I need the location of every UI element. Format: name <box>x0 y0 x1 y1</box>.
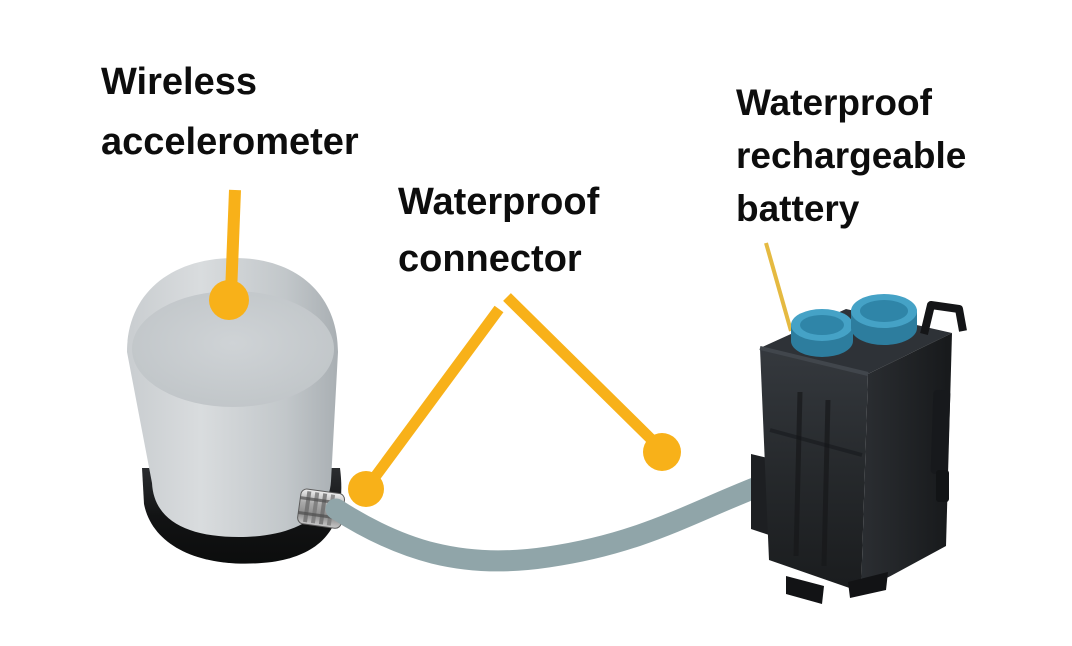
battery-foot <box>786 576 824 604</box>
accelerometer-annotation <box>209 189 249 320</box>
battery-hook <box>920 301 967 335</box>
battery-foot <box>848 572 888 598</box>
label-wireless-accelerometer: Wireless accelerometer <box>101 52 359 172</box>
battery-seam <box>821 399 831 567</box>
connector-pointer-dot-left <box>348 471 384 507</box>
label-line: connector <box>398 238 582 280</box>
label-waterproof-connector: Waterproof connector <box>398 174 599 288</box>
cable <box>325 471 781 572</box>
battery-right-latch <box>930 389 951 475</box>
battery-right-latch-lower <box>936 470 949 502</box>
battery-cap-inner <box>860 300 908 322</box>
label-waterproof-rechargeable-battery: Waterproof rechargeable battery <box>736 76 966 235</box>
battery-seam <box>769 428 863 457</box>
label-line: rechargeable <box>736 135 967 176</box>
battery-cap-left <box>791 309 853 357</box>
connector-pointer-line-right <box>503 293 660 448</box>
accelerometer-illustration <box>127 257 346 564</box>
label-line: Waterproof <box>736 82 932 123</box>
battery-cap-inner <box>800 315 844 335</box>
battery-top-edge <box>759 346 869 376</box>
connector-pointer-line-left <box>367 305 504 485</box>
battery-illustration <box>751 294 967 604</box>
connector-pointer-dot-right <box>643 433 681 471</box>
accelerometer-pointer-line <box>225 189 241 295</box>
battery-pointer-line <box>764 242 793 332</box>
accelerometer-dome-top <box>132 291 334 407</box>
label-line: Wireless <box>101 61 257 103</box>
battery-cap-right <box>851 294 917 345</box>
label-line: accelerometer <box>101 121 359 163</box>
battery-front-face <box>760 348 868 592</box>
accelerometer-pointer-dot <box>209 280 249 320</box>
battery-seam <box>793 391 803 557</box>
label-line: Waterproof <box>398 181 600 223</box>
label-line: battery <box>736 188 860 229</box>
battery-right-face <box>861 333 952 592</box>
connector-annotation <box>348 293 681 507</box>
